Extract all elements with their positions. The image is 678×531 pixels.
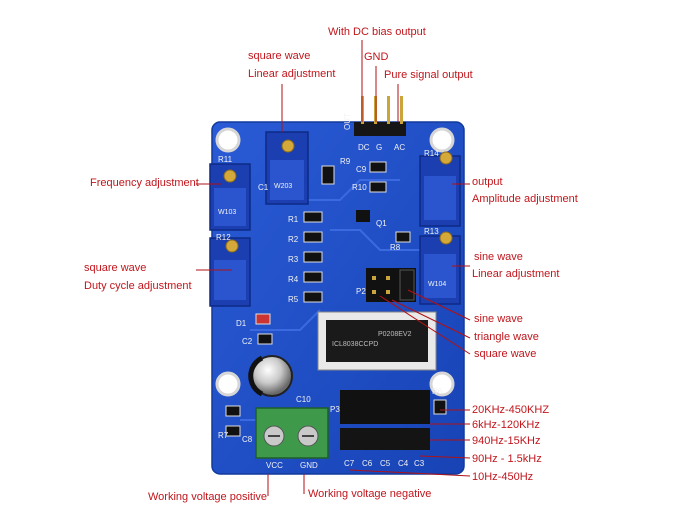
pot-marking-right: W104 [428, 281, 446, 288]
label-output: output [472, 176, 503, 188]
potentiometer-left-1 [209, 163, 251, 231]
silk-ac: AC [394, 143, 405, 152]
label-amplitude-adjustment: Amplitude adjustment [472, 193, 578, 205]
mounting-hole [215, 371, 241, 397]
label-range-940hz-15khz: 940Hz-15KHz [472, 435, 541, 447]
silk-r12: R12 [216, 233, 231, 242]
label-linear-adjustment-top: Linear adjustment [248, 68, 336, 80]
silk-c2: C2 [242, 337, 253, 346]
label-square-wave-left: square wave [84, 262, 147, 274]
silk-r7: R7 [218, 431, 229, 440]
potentiometer-top [265, 131, 309, 205]
silk-c8: C8 [242, 435, 253, 444]
silk-c7: C7 [344, 459, 355, 468]
mounting-hole [215, 127, 241, 153]
electrolytic-capacitor [248, 355, 293, 397]
label-gnd: GND [364, 51, 389, 63]
label-sine-wave-select: sine wave [474, 313, 523, 325]
silk-p3: P3 [330, 405, 340, 414]
silk-c1: C1 [258, 183, 269, 192]
label-pure-signal-output: Pure signal output [384, 69, 473, 81]
silk-r11: R11 [218, 155, 233, 164]
silk-c10: C10 [296, 395, 311, 404]
silk-r4: R4 [288, 275, 299, 284]
silk-c6: C6 [362, 459, 373, 468]
pot-marking-left: W103 [218, 209, 236, 216]
label-linear-adjustment-right: Linear adjustment [472, 268, 560, 280]
silk-r5: R5 [288, 295, 299, 304]
icl8038-chip [317, 311, 437, 371]
silk-r10: R10 [352, 183, 367, 192]
label-square-wave-select: square wave [474, 348, 537, 360]
label-working-voltage-positive: Working voltage positive [148, 491, 268, 503]
silk-out: OUT [343, 113, 352, 130]
label-sine-wave-right: sine wave [474, 251, 523, 263]
silk-r13: R13 [424, 227, 439, 236]
silk-vcc: VCC [266, 461, 283, 470]
label-triangle-wave-select: triangle wave [474, 331, 539, 343]
label-range-20khz-450khz: 20KHz-450KHZ [472, 404, 550, 416]
leader-lines [196, 40, 471, 496]
silk-r1: R1 [288, 215, 299, 224]
label-square-wave-top: square wave [248, 50, 311, 62]
potentiometer-right-2 [419, 231, 461, 305]
label-frequency-adjustment: Frequency adjustment [90, 177, 199, 189]
silk-c5: C5 [380, 459, 391, 468]
label-dc-bias-output: With DC bias output [328, 26, 426, 38]
range-select-header [340, 390, 430, 450]
label-range-6khz-120khz: 6kHz-120KHz [472, 419, 540, 431]
silk-d1: D1 [236, 319, 247, 328]
silk-r14: R14 [424, 149, 439, 158]
chip-marking: ICL8038CCPD [332, 341, 378, 348]
silk-g: G [376, 143, 382, 152]
power-terminal [255, 407, 329, 459]
wave-select-header [366, 268, 416, 302]
silk-r6: R6 [432, 387, 443, 396]
silk-r2: R2 [288, 235, 299, 244]
silk-r8: R8 [390, 243, 401, 252]
mounting-hole [429, 371, 455, 397]
silk-r3: R3 [288, 255, 299, 264]
silk-c9: C9 [356, 165, 367, 174]
label-duty-cycle-adjustment: Duty cycle adjustment [84, 280, 192, 292]
silk-p2: P2 [356, 287, 366, 296]
potentiometer-right-1 [419, 151, 461, 227]
label-working-voltage-negative: Working voltage negative [308, 488, 432, 500]
silk-c3: C3 [414, 459, 425, 468]
silk-c4: C4 [398, 459, 409, 468]
pot-marking-top: W203 [274, 183, 292, 190]
silk-dc: DC [358, 143, 370, 152]
silk-r9: R9 [340, 157, 351, 166]
label-range-10hz-450hz: 10Hz-450Hz [472, 471, 534, 483]
silk-gnd: GND [300, 461, 318, 470]
resistor-array [303, 211, 323, 303]
chip-marking-2: P0208EV2 [378, 331, 412, 338]
label-range-90hz-1-5khz: 90Hz - 1.5kHz [472, 453, 542, 465]
mounting-hole [429, 127, 455, 153]
silk-q1: Q1 [376, 219, 387, 228]
potentiometer-left-2 [209, 237, 251, 307]
